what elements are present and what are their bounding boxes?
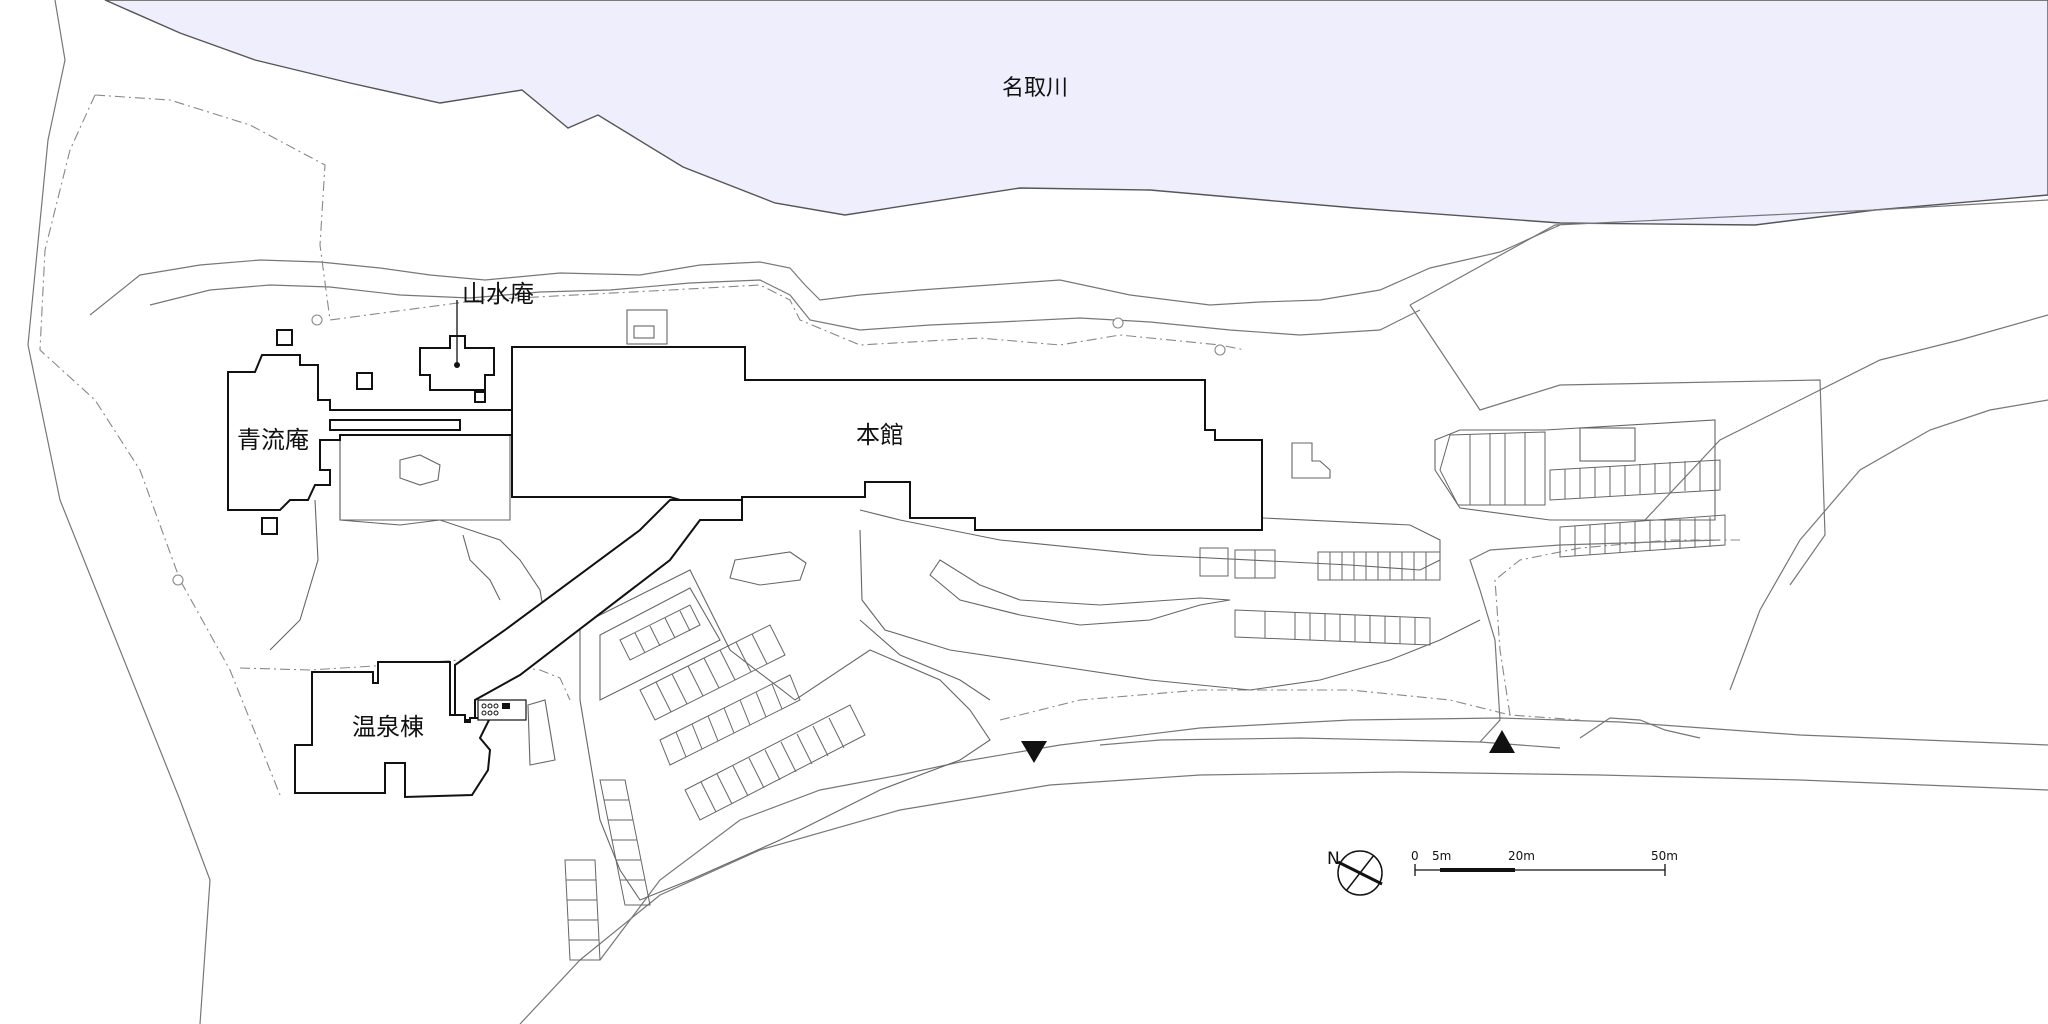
river-label: 名取川 [1002,76,1068,101]
scale-tick-5m: 5m [1432,849,1451,863]
small-structure-top-inner [633,325,655,339]
pavilion-square [474,391,486,403]
seiryuan-corridor [329,419,461,431]
roundabout-island [929,559,1231,626]
parking-lot-west-inner [599,587,721,701]
main-drive [859,529,1481,691]
compass-icon: N [1327,849,1383,896]
garden-path-west [269,499,319,651]
river-area [104,0,2048,226]
parking-slots-center-2 [1317,551,1441,581]
terrain-line-east-4 [1729,399,2048,691]
pavilion-square [356,372,373,390]
boundary-marker [1214,344,1226,356]
terrain-line-east-3 [1644,314,2048,521]
pavilion-square [276,329,293,346]
onsen-equipment [477,699,527,721]
parking-slots-west-3 [659,674,801,766]
road-edge-inner [1099,737,1561,749]
parking-slots-west-4 [684,704,866,821]
sansuian-label: 山水庵 [462,280,534,308]
onsen-building-label: 温泉棟 [352,713,424,741]
scale-tick-50m: 50m [1651,849,1678,863]
road-edge-south [519,771,2048,1024]
seiryuan-building-outline [227,354,513,511]
property-boundary-west [39,94,281,796]
property-boundary-south [239,659,571,701]
parking-slots-east-3 [1559,514,1726,558]
courtyard [339,429,511,521]
onsen-building-outline [294,661,492,799]
entrance-marker-down [1021,741,1047,763]
terrain-line-bank [89,224,1561,316]
parking-slots-south-2 [564,859,601,961]
parking-slots-south-1 [599,779,651,906]
parking-slots-west-2 [639,624,786,721]
parking-slots-east-2 [1549,459,1721,501]
scale-tick-0: 0 [1411,849,1419,863]
east-kiosk [1579,427,1636,462]
property-boundary-road [999,689,1581,721]
compass-north-label: N [1327,849,1340,869]
parking-lot-west-outline [579,569,991,901]
scale-tick-20m: 20m [1508,849,1535,863]
driveway-east-2 [1579,717,1701,739]
parking-slots-center-3 [1234,609,1431,646]
entrance-marker-up [1489,730,1515,753]
parking-slots-center-1 [1199,547,1276,579]
seiryuan-label: 青流庵 [237,426,309,454]
terrain-line-east [1409,199,2048,306]
garden-pond-2 [729,551,807,586]
boundary-marker [172,574,184,586]
parking-slots-east-1 [1439,431,1546,506]
onsen-annex [527,699,556,766]
sansuian-leader-dot [454,362,460,368]
small-structure-top [626,309,668,345]
main-building-label: 本館 [856,421,904,449]
terrain-line-east-2 [1409,304,1826,586]
parking-lot-east-outline [1434,419,1716,521]
terrain-line-bank-2 [149,279,1421,336]
parking-slots-west-1 [619,604,701,661]
boundary-marker [311,314,323,326]
scale-bar: 0 5m 20m 50m [1411,849,1678,876]
property-boundary-east [1494,539,1740,716]
east-utility-box [1291,442,1331,479]
property-boundary [94,94,1246,351]
garden-path-2 [462,534,501,601]
terrain-line-west [27,0,211,1024]
main-drive-2 [859,619,991,701]
boundary-marker [1112,317,1124,329]
pavilion-square [261,517,278,535]
pond [399,454,441,486]
driveway-east [1469,539,1721,743]
road-edge-north [599,717,2048,961]
garden-path [339,440,546,621]
